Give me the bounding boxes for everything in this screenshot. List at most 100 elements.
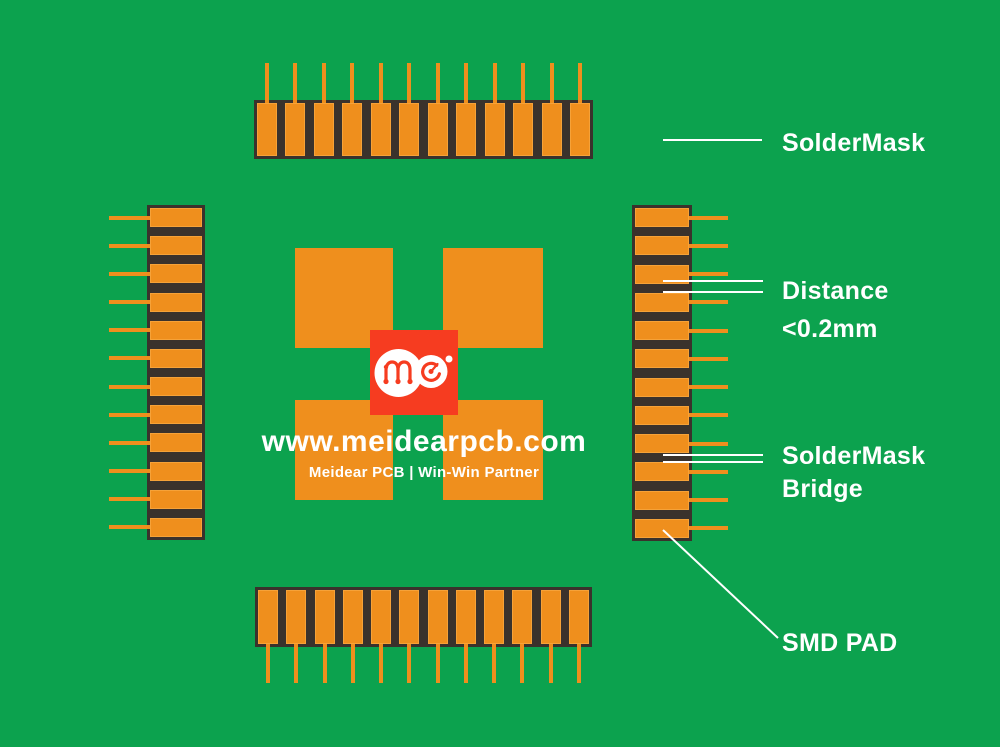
copper-trace [265,63,269,103]
copper-trace [689,526,728,531]
copper-trace [109,384,150,389]
logo-dot [445,355,453,363]
copper-trace [109,525,150,530]
smd-pad [109,348,202,368]
copper-trace [109,300,150,305]
copper-trace [492,63,497,103]
copper-trace [109,215,150,220]
smd-pad [314,590,335,683]
copper-trace [266,644,270,683]
copper-trace [689,328,728,333]
copper-trace [689,469,728,474]
smd-pad [456,63,477,156]
meidear-logo [370,330,458,415]
smd-pad [109,461,202,481]
smd-pad [257,63,277,156]
pad-strip-bottom [255,587,592,683]
copper-trace [548,644,553,683]
copper-trace [379,644,384,683]
smd-pad [635,264,728,284]
copper-trace [109,469,150,474]
copper-trace [689,441,728,446]
label-distance-line1: Distance [782,277,889,305]
smd-pad [427,590,448,683]
smd-pad-pointer-line [662,529,779,639]
smd-pad [285,63,306,156]
copper-trace [109,412,150,417]
copper-trace [577,63,582,103]
smd-pad [635,208,728,227]
copper-trace [689,215,728,220]
copper-trace [109,497,150,502]
smd-pad [635,236,728,256]
smd-pad [109,320,202,340]
copper-trace [689,243,728,248]
smd-pad [109,292,202,312]
smd-pad [109,377,202,397]
smd-pad [286,590,307,683]
smd-pad [541,63,562,156]
center-pad-square-top-right [443,248,543,348]
center-pad-square-bottom-right [443,400,543,500]
smd-pad [109,489,202,509]
smd-pad [635,405,728,425]
copper-trace [109,328,150,333]
smd-pad [635,434,728,454]
smd-pad [635,462,728,482]
label-bridge-line1: SolderMask [782,442,926,470]
label-soldermask-text: SolderMask [782,129,926,157]
copper-trace [689,356,728,361]
logo-letter-e [421,361,441,382]
copper-trace [576,644,581,683]
copper-trace [407,63,412,103]
copper-trace [689,498,728,503]
smd-pad [635,490,728,510]
label-soldermask-bridge: SolderMask Bridge [782,440,925,506]
smd-pad [635,321,728,341]
copper-trace [350,644,355,683]
label-distance-line2: <0.2mm [782,315,878,343]
label-smd-pad-text: SMD PAD [782,629,898,657]
copper-trace [689,413,728,418]
pad-strip-top [254,63,593,159]
copper-trace [689,385,728,390]
smd-pad [109,236,202,256]
copper-trace [463,644,468,683]
copper-trace [109,440,150,445]
copper-trace [435,63,440,103]
smd-pad [513,63,534,156]
smd-pad [399,63,420,156]
copper-trace [520,644,525,683]
copper-trace [464,63,469,103]
smd-pad [342,63,363,156]
website-text: www.meidearpcb.com [261,425,587,458]
smd-pad [427,63,448,156]
smd-pad [484,590,505,683]
smd-pad [635,377,728,397]
copper-trace [321,63,326,103]
smd-pad [635,349,728,369]
copper-trace [689,272,728,277]
smd-pad [109,208,202,227]
smd-pad [109,517,202,537]
smd-pad [342,590,363,683]
smd-pad [484,63,505,156]
copper-trace [109,243,150,248]
copper-trace [294,644,299,683]
copper-trace [492,644,497,683]
copper-trace [378,63,383,103]
copper-trace [521,63,526,103]
copper-trace [689,300,728,305]
smd-pad [109,405,202,425]
smd-pad [109,433,202,453]
smd-pad [512,590,533,683]
copper-trace [350,63,355,103]
label-bridge-line2: Bridge [782,475,863,503]
copper-trace [109,356,150,361]
copper-trace [407,644,412,683]
center-pad-square-bottom-left [295,400,393,500]
smd-pad [569,63,590,156]
smd-pad [370,63,391,156]
label-smd-pad: SMD PAD [782,628,898,658]
